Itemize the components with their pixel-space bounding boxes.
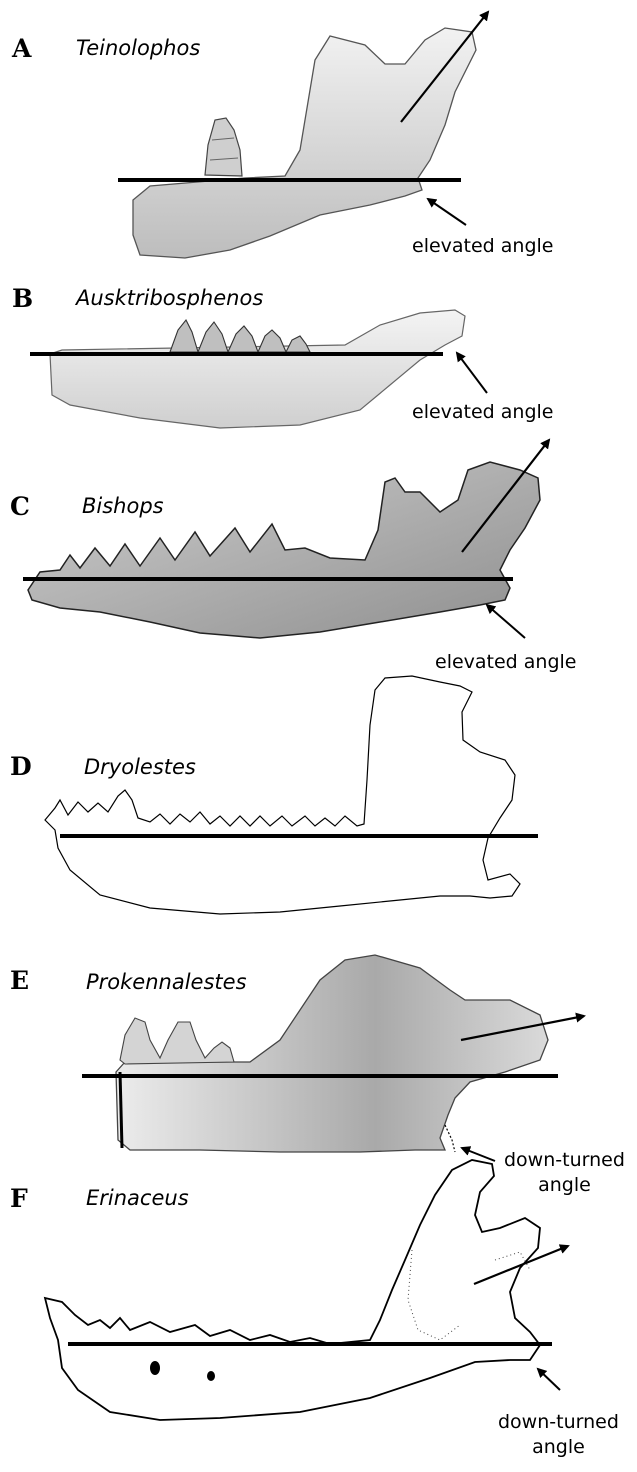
panel-label-b: B — [12, 284, 33, 313]
angle-pointer-b — [457, 353, 487, 393]
angle-annotation-f-line1: down-turned — [498, 1410, 619, 1435]
angle-annotation-f-line2: angle — [498, 1435, 619, 1460]
panel-label-f: F — [10, 1184, 28, 1213]
angle-pointer-c — [487, 605, 525, 638]
panel-label-d: D — [10, 752, 32, 781]
panel-label-c: C — [10, 492, 30, 521]
taxon-name-d: Dryolestes — [84, 755, 196, 779]
angle-pointer-f — [538, 1369, 560, 1390]
angle-annotation-e-line1: down-turned — [504, 1148, 625, 1173]
angle-annotation-c: elevated angle — [435, 650, 577, 675]
panel-c — [23, 440, 549, 638]
angle-pointer-a — [428, 199, 466, 225]
panel-d — [45, 676, 538, 914]
teeth-prokennalestes — [120, 1018, 234, 1064]
panel-label-a: A — [12, 34, 31, 63]
taxon-name-e: Prokennalestes — [86, 970, 247, 994]
teeth-ausktribosphenos — [170, 320, 310, 352]
angle-pointer-e — [462, 1148, 495, 1161]
angle-annotation-b: elevated angle — [412, 400, 554, 425]
taxon-name-f: Erinaceus — [86, 1186, 189, 1210]
panel-label-e: E — [10, 966, 29, 995]
angle-annotation-f: down-turned angle — [498, 1410, 619, 1460]
angle-annotation-e: down-turned angle — [504, 1148, 625, 1198]
jaw-ausktribosphenos — [50, 310, 465, 428]
jaw-teinolophos — [133, 28, 476, 258]
angle-annotation-e-line2: angle — [504, 1173, 625, 1198]
taxon-name-c: Bishops — [82, 494, 164, 518]
tooth-teinolophos — [205, 118, 242, 176]
taxon-name-a: Teinolophos — [76, 36, 200, 60]
angle-annotation-a: elevated angle — [412, 234, 554, 259]
taxon-name-b: Ausktribosphenos — [76, 286, 263, 310]
jaw-dryolestes — [45, 676, 520, 914]
